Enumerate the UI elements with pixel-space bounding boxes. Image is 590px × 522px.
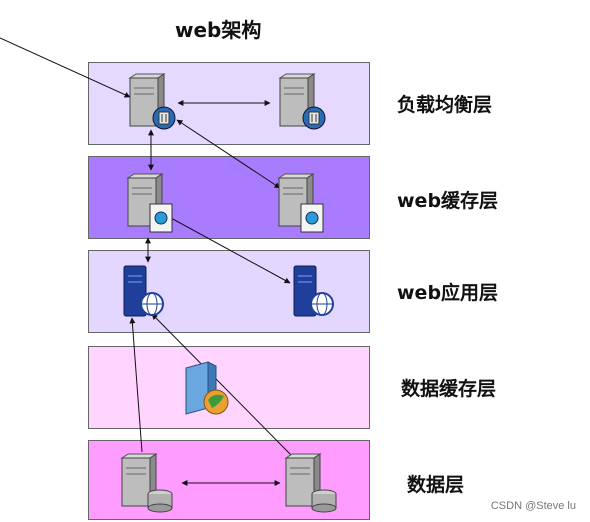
diagram-title: web架构	[175, 18, 262, 42]
layer-label-web-cache: web缓存层	[397, 190, 499, 212]
db-to-app-link-left	[129, 317, 143, 453]
load-balancer-server-icon	[278, 73, 326, 130]
web-application-server-icon	[123, 265, 164, 317]
layer-label-data: 数据层	[407, 474, 465, 496]
layer-label-data-cache: 数据缓存层	[401, 378, 497, 400]
lb-to-cache-link-diagonal	[176, 119, 281, 189]
cache-to-app-link-diagonal	[159, 211, 291, 284]
data-cache-server-icon	[185, 361, 229, 415]
layer-label-web-app: web应用层	[397, 282, 499, 304]
cache-server-icon	[126, 173, 173, 233]
load-balancer-server-icon	[128, 73, 176, 130]
web-application-server-icon	[293, 265, 334, 317]
layer-label-load-balancing: 负载均衡层	[397, 94, 493, 116]
cache-server-icon	[277, 173, 324, 233]
incoming-request-arrow	[0, 37, 131, 98]
watermark-text: CSDN @Steve lu	[490, 500, 576, 512]
db-to-app-link-diagonal	[151, 313, 293, 457]
database-server-icon	[120, 453, 173, 513]
database-server-icon	[284, 453, 337, 513]
